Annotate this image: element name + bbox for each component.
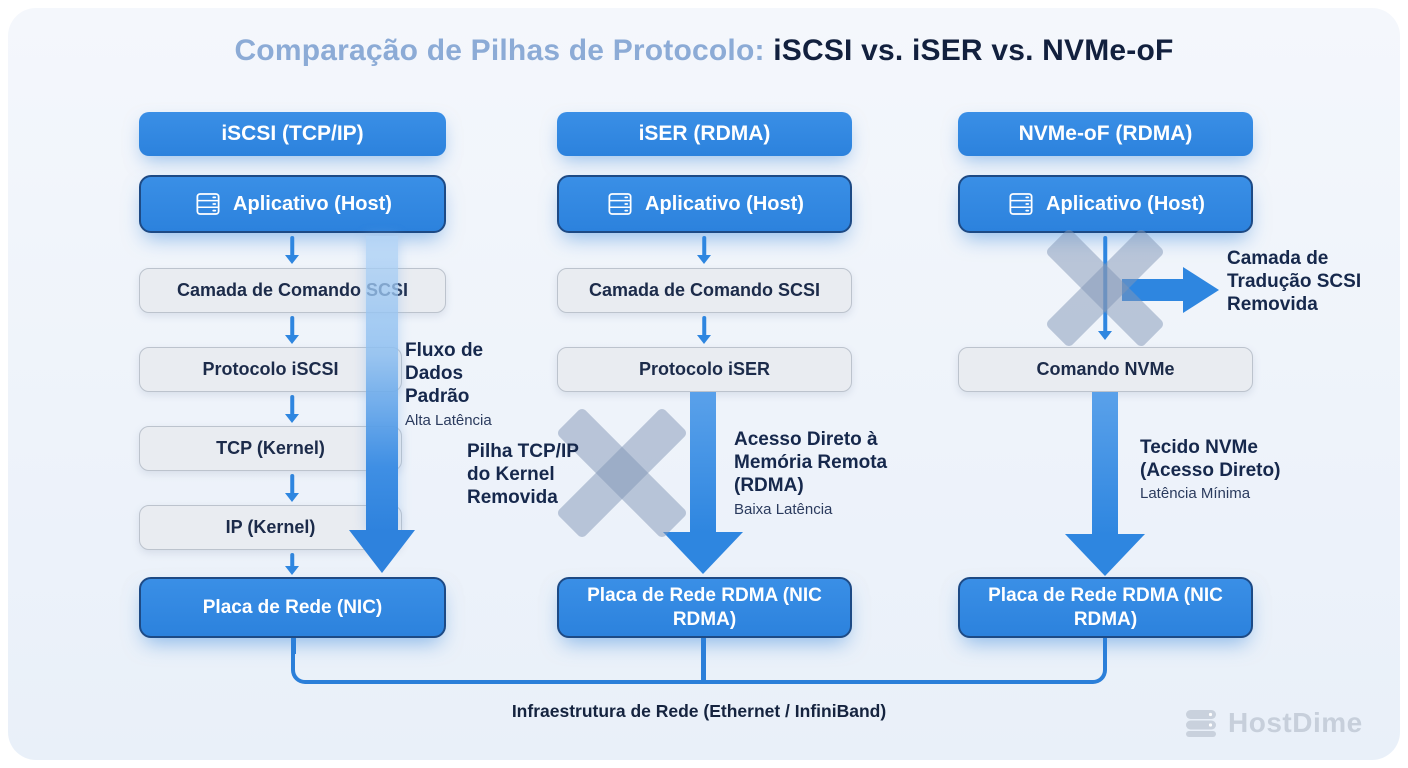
nvmeof-app-box: Aplicativo (Host) bbox=[958, 175, 1253, 233]
rdma-direct-arrow bbox=[690, 392, 716, 533]
down-arrow-icon bbox=[696, 316, 712, 344]
iser-app-label: Aplicativo (Host) bbox=[645, 192, 804, 215]
network-infrastructure-label: Infraestrutura de Rede (Ethernet / Infin… bbox=[511, 701, 887, 721]
iser-layer-protocol: Protocolo iSER bbox=[557, 347, 852, 392]
iscsi-layer-tcp: TCP (Kernel) bbox=[139, 426, 402, 471]
server-icon bbox=[608, 193, 632, 215]
nvmeof-layer-command: Comando NVMe bbox=[958, 347, 1253, 392]
rdma-direct-arrowhead-icon bbox=[663, 532, 743, 574]
page-title: Comparação de Pilhas de Protocolo: iSCSI… bbox=[0, 34, 1408, 68]
server-stack-icon bbox=[1186, 710, 1216, 737]
server-icon bbox=[1009, 193, 1033, 215]
network-bracket bbox=[291, 640, 1107, 684]
server-icon bbox=[196, 193, 220, 215]
note-kernel-removed-title: Pilha TCP/IP do Kernel Removida bbox=[467, 441, 579, 509]
down-arrow-icon bbox=[284, 236, 300, 264]
title-muted: Comparação de Pilhas de Protocolo: bbox=[234, 34, 774, 67]
title-strong: iSCSI vs. iSER vs. NVMe-oF bbox=[773, 34, 1174, 67]
scsi-translation-removed-x-icon bbox=[1037, 220, 1173, 356]
iscsi-layer-scsi-command: Camada de Comando SCSI bbox=[139, 268, 446, 313]
note-nvme-fabric: Tecido NVMe (Acesso Direto) Latência Mín… bbox=[1140, 436, 1312, 504]
down-arrow-icon bbox=[284, 395, 300, 423]
note-rdma-access-subtitle: Baixa Latência bbox=[734, 500, 833, 518]
iscsi-layer-protocol: Protocolo iSCSI bbox=[139, 347, 402, 392]
note-standard-flow: Fluxo de Dados Padrão Alta Latência bbox=[405, 339, 509, 430]
nvmeof-app-label: Aplicativo (Host) bbox=[1046, 192, 1205, 215]
note-standard-flow-title: Fluxo de Dados Padrão bbox=[405, 340, 484, 408]
brand-logo: HostDime bbox=[1183, 707, 1363, 739]
nvme-fabric-arrow bbox=[1092, 392, 1118, 535]
down-arrow-icon bbox=[284, 553, 300, 575]
note-kernel-removed: Pilha TCP/IP do Kernel Removida bbox=[467, 440, 602, 510]
iser-layer-scsi-command: Camada de Comando SCSI bbox=[557, 268, 852, 313]
down-arrow-icon bbox=[696, 236, 712, 264]
note-nvme-fabric-subtitle: Latência Mínima bbox=[1140, 485, 1251, 503]
iser-app-box: Aplicativo (Host) bbox=[557, 175, 852, 233]
note-standard-flow-subtitle: Alta Latência bbox=[405, 411, 492, 429]
iscsi-app-label: Aplicativo (Host) bbox=[233, 192, 392, 215]
standard-data-flow-arrow bbox=[366, 236, 398, 532]
down-arrow-icon bbox=[284, 474, 300, 502]
iser-nic-box: Placa de Rede RDMA (NIC RDMA) bbox=[557, 577, 852, 638]
iscsi-nic-box: Placa de Rede (NIC) bbox=[139, 577, 446, 638]
brand-name: HostDime bbox=[1228, 707, 1363, 738]
iscsi-app-box: Aplicativo (Host) bbox=[139, 175, 446, 233]
note-scsi-translation-title: Camada de Tradução SCSI Removida bbox=[1227, 248, 1362, 316]
network-connector-line bbox=[701, 638, 706, 682]
note-scsi-translation-removed: Camada de Tradução SCSI Removida bbox=[1227, 247, 1395, 317]
down-arrow-icon bbox=[284, 316, 300, 344]
iscsi-header: iSCSI (TCP/IP) bbox=[139, 112, 446, 156]
iser-header: iSER (RDMA) bbox=[557, 112, 852, 156]
nvmeof-header: NVMe-oF (RDMA) bbox=[958, 112, 1253, 156]
note-rdma-access: Acesso Direto à Memória Remota (RDMA) Ba… bbox=[734, 428, 912, 519]
note-nvme-fabric-title: Tecido NVMe (Acesso Direto) bbox=[1140, 437, 1281, 482]
nvmeof-nic-box: Placa de Rede RDMA (NIC RDMA) bbox=[958, 577, 1253, 638]
nvme-fabric-arrowhead-icon bbox=[1065, 534, 1145, 576]
note-rdma-access-title: Acesso Direto à Memória Remota (RDMA) bbox=[734, 429, 888, 497]
standard-data-flow-arrowhead-icon bbox=[349, 530, 415, 573]
translation-removed-arrowhead-icon bbox=[1183, 267, 1219, 313]
